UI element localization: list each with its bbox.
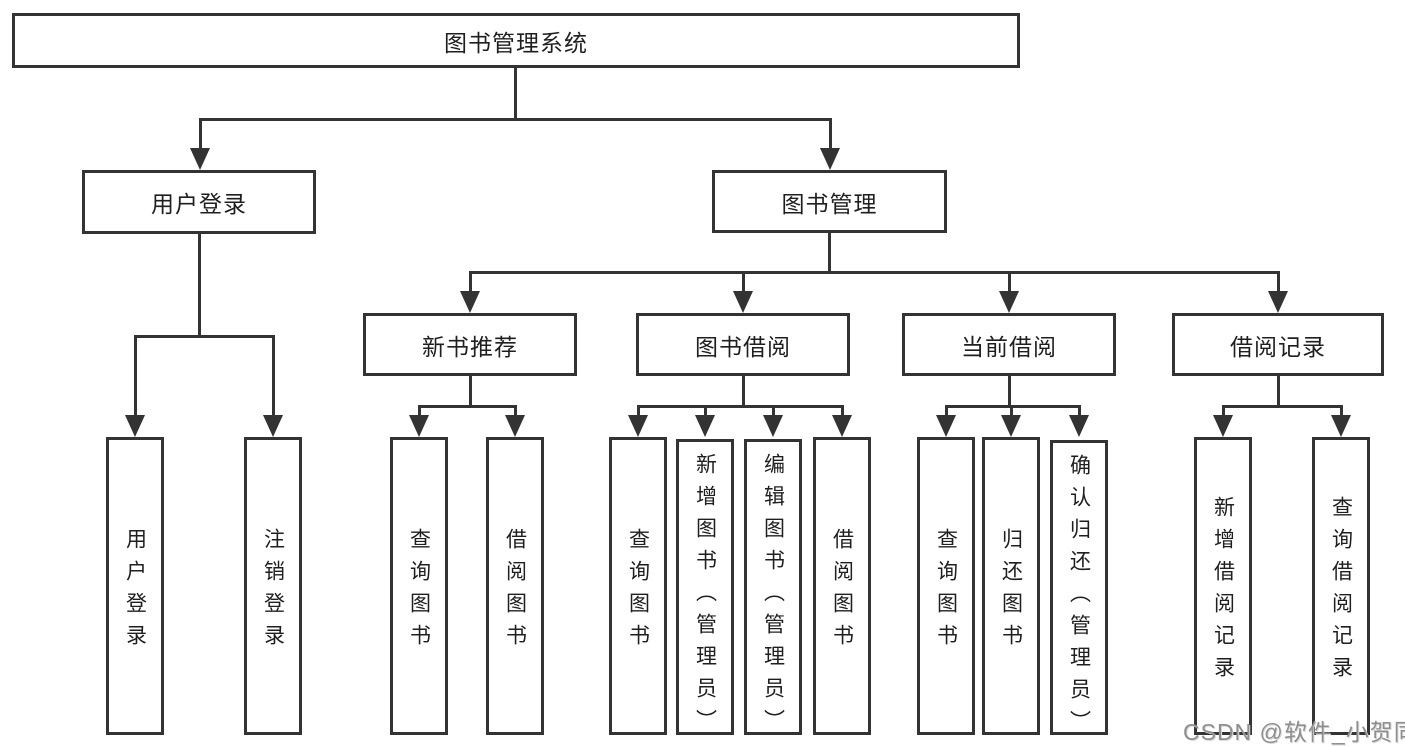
connector-hline (134, 335, 275, 338)
node-label: 新书推荐 (422, 333, 518, 360)
connector-arrow-stem (1277, 271, 1280, 295)
node-label: 归还图书 (999, 527, 1023, 656)
node-label: 查询借阅记录 (1329, 495, 1353, 688)
arrow-down-icon (695, 415, 715, 437)
node-borrowing-records: 借阅记录 (1172, 313, 1384, 376)
leaf-query-books-recommend: 查询图书 (390, 437, 448, 735)
node-label: 用户登录 (151, 191, 247, 217)
node-label: 编辑图书（管理员） (761, 453, 785, 741)
node-label: 新增借阅记录 (1211, 495, 1235, 688)
arrow-down-icon (628, 415, 648, 437)
connector-vline (828, 233, 831, 274)
connector-arrow-stem (841, 405, 844, 419)
connector-vline (1008, 376, 1011, 407)
arrow-down-icon (409, 415, 429, 437)
arrow-down-icon (1069, 415, 1089, 437)
leaf-borrow-books-borrowing: 借阅图书 (813, 437, 871, 735)
node-label: 借阅图书 (830, 527, 854, 656)
arrow-down-icon (460, 291, 480, 313)
arrow-down-icon (733, 291, 753, 313)
leaf-borrow-books-recommend: 借阅图书 (486, 437, 544, 735)
arrow-down-icon (820, 148, 840, 170)
node-label: 图书管理 (781, 190, 878, 217)
connector-arrow-stem (945, 405, 948, 419)
arrow-down-icon (125, 415, 145, 437)
leaf-query-borrow-record: 查询借阅记录 (1312, 437, 1370, 735)
node-book-borrowing: 图书借阅 (636, 313, 850, 376)
connector-vline (1277, 376, 1280, 407)
node-current-borrowing: 当前借阅 (902, 313, 1116, 376)
arrow-down-icon (1331, 415, 1351, 437)
node-label: 新增图书（管理员） (693, 453, 717, 741)
connector-vline (742, 376, 745, 407)
connector-arrow-stem (637, 405, 640, 419)
connector-arrow-stem (514, 405, 517, 419)
node-label: 当前借阅 (961, 333, 1057, 360)
connector-arrow-stem (1222, 405, 1225, 419)
arrow-down-icon (190, 148, 210, 170)
csdn-watermark: CSDN @软件_小贺同学 (1183, 719, 1405, 745)
arrow-down-icon (763, 415, 783, 437)
node-label: 查询图书 (626, 527, 650, 656)
node-label: 用户登录 (123, 527, 147, 656)
node-label: 借阅记录 (1230, 333, 1326, 360)
connector-hline (199, 118, 832, 121)
connector-arrow-stem (134, 335, 137, 419)
connector-arrow-stem (829, 118, 832, 152)
node-root: 图书管理系统 (12, 13, 1020, 68)
leaf-query-books-current: 查询图书 (917, 437, 975, 735)
node-label: 确认归还（管理员） (1067, 454, 1091, 742)
connector-vline (514, 68, 517, 121)
leaf-confirm-return-admin: 确认归还（管理员） (1050, 440, 1108, 742)
connector-hline (418, 405, 517, 408)
connector-hline (637, 405, 844, 408)
arrow-down-icon (999, 291, 1019, 313)
node-label: 查询图书 (934, 527, 958, 656)
arrow-down-icon (832, 415, 852, 437)
connector-arrow-stem (1340, 405, 1343, 419)
arrow-down-icon (1213, 415, 1233, 437)
node-label: 借阅图书 (503, 527, 527, 656)
leaf-add-borrow-record: 新增借阅记录 (1194, 437, 1252, 735)
arrow-down-icon (1268, 291, 1288, 313)
node-user-login: 用户登录 (82, 170, 316, 234)
connector-vline (469, 376, 472, 407)
arrow-down-icon (936, 415, 956, 437)
connector-arrow-stem (742, 271, 745, 295)
connector-arrow-stem (704, 405, 707, 419)
connector-arrow-stem (199, 118, 202, 152)
leaf-logout: 注销登录 (244, 437, 302, 735)
node-label: 注销登录 (261, 527, 285, 656)
node-book-management: 图书管理 (712, 170, 947, 233)
connector-hline (469, 271, 1280, 274)
leaf-return-books: 归还图书 (982, 437, 1040, 735)
arrow-down-icon (263, 415, 283, 437)
leaf-edit-books-admin: 编辑图书（管理员） (744, 439, 802, 741)
connector-arrow-stem (772, 405, 775, 419)
connector-vline (198, 233, 201, 337)
connector-hline (1222, 405, 1343, 408)
node-label: 查询图书 (407, 527, 431, 656)
arrow-down-icon (505, 415, 525, 437)
node-new-book-recommend: 新书推荐 (363, 313, 577, 376)
arrow-down-icon (1001, 415, 1021, 437)
connector-arrow-stem (1008, 271, 1011, 295)
leaf-query-books-borrowing: 查询图书 (609, 437, 667, 735)
leaf-add-books-admin: 新增图书（管理员） (676, 439, 734, 741)
connector-arrow-stem (1078, 405, 1081, 419)
connector-arrow-stem (418, 405, 421, 419)
node-label: 图书借阅 (695, 333, 791, 360)
connector-arrow-stem (272, 335, 275, 419)
node-label: 图书管理系统 (444, 29, 588, 56)
leaf-user-login: 用户登录 (106, 437, 164, 735)
connector-arrow-stem (1010, 405, 1013, 419)
connector-arrow-stem (469, 271, 472, 295)
